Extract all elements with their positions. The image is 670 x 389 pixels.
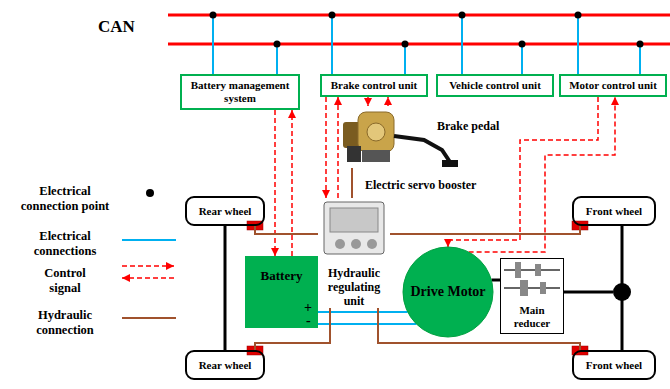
node-text: Front wheel bbox=[586, 205, 642, 217]
connection-dot bbox=[575, 12, 582, 19]
gear-train bbox=[540, 282, 546, 294]
can-drop-wire bbox=[213, 15, 640, 74]
node-text: Electric servo booster bbox=[365, 178, 476, 193]
hydraulic-unit-picture bbox=[324, 202, 384, 254]
legend-text: Hydraulic connection bbox=[15, 308, 115, 338]
servo-booster-picture bbox=[347, 146, 361, 162]
axle bbox=[225, 226, 622, 350]
motor-circle: Drive Motor bbox=[402, 246, 494, 338]
hydraulic-unit-picture bbox=[335, 239, 345, 249]
terminal-sign: - bbox=[306, 313, 311, 329]
can-drop-wire bbox=[404, 44, 406, 74]
can-bus bbox=[168, 43, 670, 46]
can-drop-wire bbox=[331, 15, 333, 74]
connection-dot bbox=[329, 12, 336, 19]
wheel-box: Rear wheel bbox=[185, 350, 265, 380]
node-text: Battery bbox=[245, 268, 318, 284]
gear-train bbox=[520, 280, 528, 296]
control-signal bbox=[367, 97, 369, 106]
hydraulic-line bbox=[390, 226, 580, 234]
reducer-box: Main reducer bbox=[500, 258, 564, 334]
node-text: Front wheel bbox=[586, 359, 642, 371]
legend-sample bbox=[122, 265, 174, 267]
connection-dot bbox=[459, 12, 466, 19]
legend-sample bbox=[122, 317, 176, 319]
node-text: Motor control unit bbox=[564, 79, 662, 92]
gear-train bbox=[535, 264, 541, 276]
can-drop-wire bbox=[577, 15, 579, 74]
hydraulic-unit-picture bbox=[367, 239, 377, 249]
node-text: Drive Motor bbox=[410, 284, 485, 300]
control-unit-box: Battery management system bbox=[180, 74, 300, 110]
can-drop-wire bbox=[461, 15, 463, 74]
node-text: Rear wheel bbox=[199, 205, 252, 217]
control-unit-box: Brake control unit bbox=[320, 74, 428, 97]
gear-train bbox=[504, 269, 560, 271]
legend-sample bbox=[122, 189, 176, 318]
node-text: Rear wheel bbox=[199, 359, 252, 371]
electrical-wire bbox=[318, 311, 408, 313]
connection-dot bbox=[274, 41, 281, 48]
part-label: Brake pedal bbox=[437, 119, 499, 134]
can-drop-wire bbox=[212, 15, 214, 74]
servo-booster-picture bbox=[362, 150, 390, 162]
servo-booster: Electric servo booster bbox=[340, 106, 400, 168]
axle bbox=[224, 226, 227, 350]
legend-text: Electrical connection point bbox=[10, 184, 120, 214]
can-drop-wire bbox=[521, 44, 523, 74]
electrical-wire bbox=[318, 323, 416, 325]
connection-dot bbox=[519, 41, 526, 48]
brake-pedal-picture bbox=[394, 136, 450, 162]
can-drop-wire bbox=[639, 44, 641, 74]
control-signal bbox=[337, 97, 339, 198]
node-text: Hydraulic regulating unit bbox=[318, 266, 390, 308]
wheel-box: Front wheel bbox=[572, 196, 656, 226]
wheel-box: Front wheel bbox=[572, 350, 656, 380]
hydraulic-unit-picture bbox=[324, 202, 384, 254]
node-text: Main reducer bbox=[501, 304, 563, 330]
hydraulic-unit-picture bbox=[351, 239, 361, 249]
servo-booster-picture bbox=[343, 112, 394, 162]
node-text: Vehicle control unit bbox=[441, 79, 549, 92]
connection-dot bbox=[637, 41, 644, 48]
can-bus bbox=[168, 14, 670, 17]
hydraulic-unit-picture bbox=[330, 208, 378, 232]
hydraulic-unit: Hydraulic regulating unit bbox=[318, 198, 390, 308]
gear-train bbox=[504, 287, 560, 289]
legend-sample bbox=[122, 277, 174, 279]
connection-dot bbox=[402, 41, 409, 48]
brake-pedal-picture bbox=[394, 136, 458, 167]
differential bbox=[613, 283, 631, 301]
gear-train bbox=[515, 262, 521, 278]
can-drop-wire bbox=[276, 44, 278, 74]
motor-outline bbox=[403, 247, 493, 337]
bus-name: CAN bbox=[98, 17, 135, 37]
servo-booster-picture bbox=[367, 123, 385, 141]
connection-dot bbox=[210, 12, 644, 48]
control-signal bbox=[325, 97, 327, 198]
control-unit-box: Motor control unit bbox=[559, 74, 667, 97]
wheel-box: Rear wheel bbox=[185, 196, 265, 226]
control-signal bbox=[387, 97, 389, 106]
axle bbox=[564, 291, 613, 294]
node-text: Brake control unit bbox=[325, 79, 423, 92]
brake-pedal-picture bbox=[442, 160, 458, 167]
legend-text: Control signal bbox=[35, 266, 95, 296]
drive-shaft bbox=[491, 279, 500, 282]
legend-sample bbox=[146, 189, 154, 197]
node-text: Battery management system bbox=[185, 79, 295, 105]
hydraulic-line bbox=[255, 226, 318, 234]
can-bus bbox=[168, 15, 670, 44]
gear-train bbox=[504, 262, 560, 296]
connection-dot bbox=[210, 12, 217, 19]
legend-text: Electrical connections bbox=[15, 229, 115, 259]
servo-booster-picture bbox=[358, 112, 394, 152]
hydraulic-line bbox=[351, 168, 353, 198]
control-unit-box: Vehicle control unit bbox=[436, 74, 554, 97]
legend-sample bbox=[122, 239, 176, 241]
